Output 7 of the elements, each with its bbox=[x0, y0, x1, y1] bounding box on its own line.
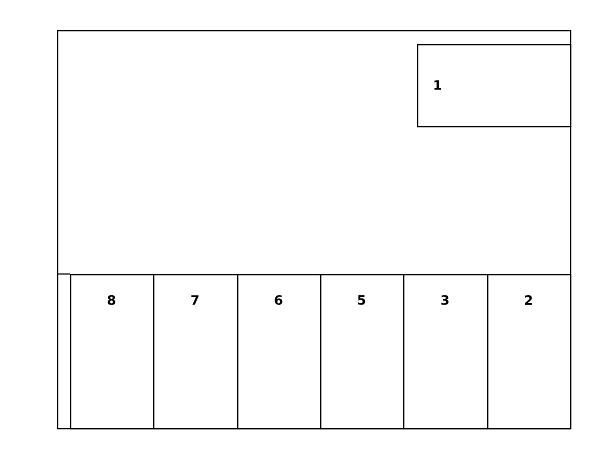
room-box: 5 bbox=[320, 274, 404, 430]
room-box: 1 bbox=[417, 44, 572, 128]
room-box: 6 bbox=[237, 274, 322, 430]
room-box: 8 bbox=[70, 274, 154, 430]
room-box: 2 bbox=[487, 274, 572, 430]
room-box: 7 bbox=[153, 274, 238, 430]
room-box: 3 bbox=[403, 274, 488, 430]
